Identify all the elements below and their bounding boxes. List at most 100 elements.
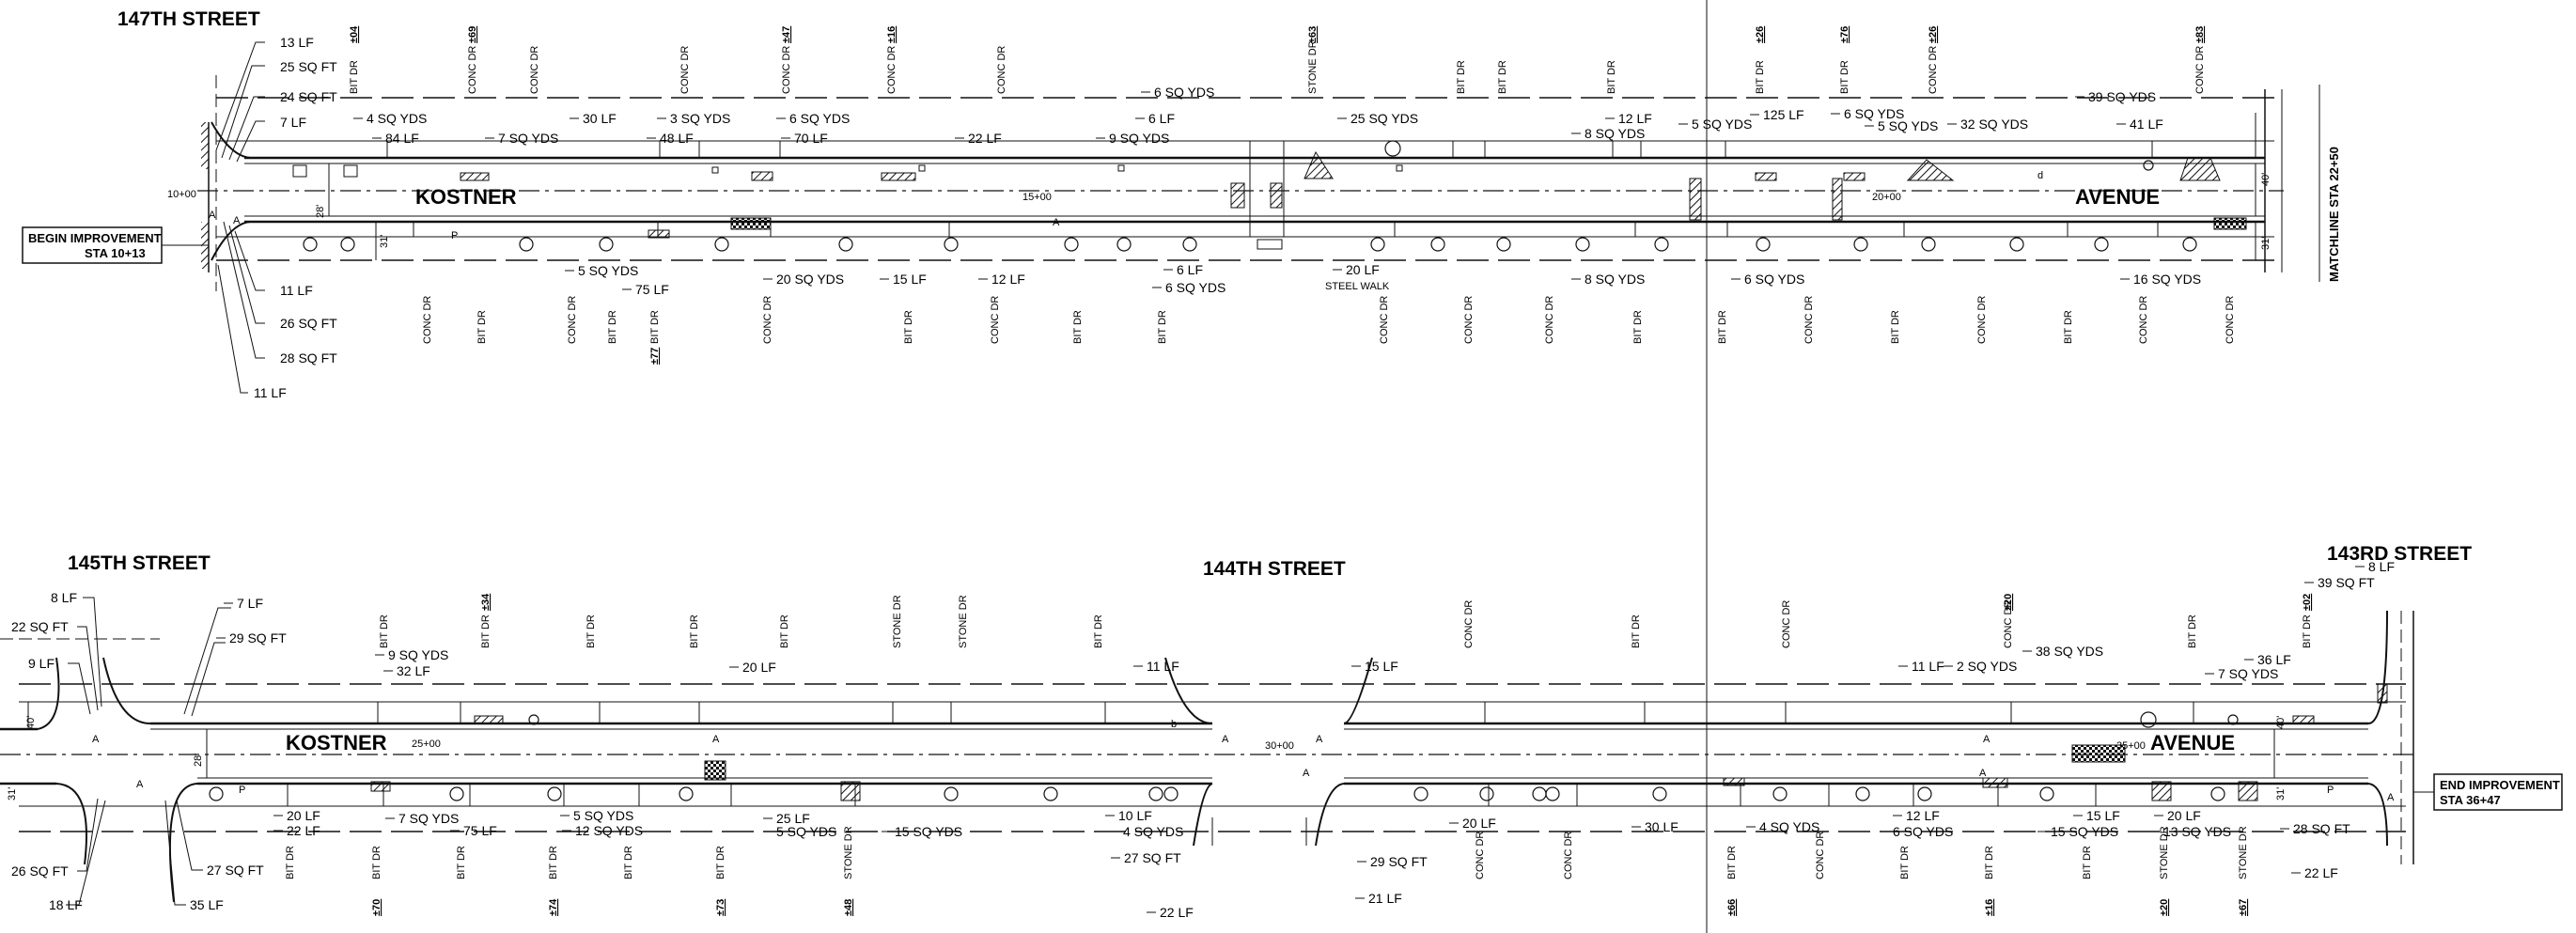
driveway-type-label: BIT DR: [2302, 614, 2313, 648]
driveway-width-label: ±74: [548, 898, 559, 916]
quantity-callout: 5 SQ YDS: [1878, 118, 1938, 133]
quantity-callout: 8 LF: [51, 590, 77, 605]
quantity-callout: 7 SQ YDS: [498, 131, 558, 146]
quantity-callout: 48 LF: [660, 131, 694, 146]
quantity-callout: 13 LF: [280, 35, 314, 50]
quantity-callout: 20 LF: [287, 808, 320, 823]
quantity-callout: 7 SQ YDS: [2218, 666, 2278, 681]
quantity-callout: 20 LF: [1346, 262, 1380, 277]
dim-31-bottom: 31': [7, 787, 18, 801]
quantity-callout: 6 LF: [1148, 111, 1175, 126]
driveway-type-label: CONC DR: [467, 46, 478, 94]
quantity-callout: 12 LF: [991, 272, 1025, 287]
driveway-width-label: ±02: [2302, 594, 2313, 611]
quantity-callout: 22 SQ FT: [11, 619, 69, 634]
quantity-callout: 9 LF: [28, 656, 55, 671]
quantity-callout: 35 LF: [190, 897, 224, 912]
dim-40-bottom-right: 40': [2275, 716, 2287, 729]
dim-28-bottom: 28': [193, 754, 204, 767]
quantity-callout: 28 SQ FT: [2293, 821, 2350, 836]
driveway-type-label: BIT DR: [349, 60, 360, 94]
quantity-callout: 21 LF: [1368, 891, 1402, 906]
driveway-type-label: STONE DR: [843, 826, 854, 879]
driveway-type-label: STONE DR: [2159, 826, 2170, 879]
driveway-type-label: CONC DR: [422, 296, 433, 344]
quantity-callout: 27 SQ FT: [207, 863, 264, 878]
driveway-width-label: ±26: [1755, 26, 1766, 43]
quantity-callout: 36 LF: [2257, 652, 2291, 667]
driveway-type-label: CONC DR: [1544, 296, 1555, 344]
end-improvement-line1: END IMPROVEMENT: [2440, 778, 2560, 792]
street-145th: 145TH STREET: [68, 552, 211, 574]
quantity-callout: 75 LF: [635, 282, 669, 297]
quantity-callout: 12 SQ YDS: [575, 823, 643, 838]
driveway-type-label: BIT DR: [623, 846, 634, 879]
driveway-width-label: ±77: [649, 348, 661, 365]
quantity-callout: 15 SQ YDS: [2051, 824, 2118, 839]
driveway-type-label: BIT DR: [548, 846, 559, 879]
quantity-callout: 8 SQ YDS: [1585, 272, 1645, 287]
quantity-callout: 5 SQ YDS: [776, 824, 836, 839]
station-15-00: 15+00: [1023, 192, 1052, 203]
driveway-width-label: ±48: [843, 899, 854, 916]
driveway-type-label: BIT DR: [1606, 60, 1617, 94]
bottom-left-leaders: [66, 597, 231, 906]
quantity-callout: 29 SQ FT: [229, 630, 287, 645]
mark-a: A: [712, 734, 720, 745]
quantity-callout: 30 LF: [1645, 819, 1678, 834]
quantity-callout: 125 LF: [1763, 107, 1804, 122]
driveway-type-label: CONC DR: [2003, 600, 2014, 648]
quantity-callout: 15 LF: [893, 272, 927, 287]
driveway-width-label: ±69: [467, 26, 478, 43]
mark-p: P: [451, 230, 458, 241]
quantity-callout: 12 LF: [1618, 111, 1652, 126]
quantity-callout: 5 SQ YDS: [1692, 117, 1752, 132]
avenue-label-avenue-bottom: AVENUE: [2150, 731, 2235, 754]
driveway-type-label: CONC DR: [781, 46, 792, 94]
mark-a: A: [1222, 734, 1229, 745]
quantity-callout: 39 SQ FT: [2318, 575, 2375, 590]
mark-p: P: [239, 785, 245, 796]
mark-p: P: [2327, 785, 2334, 796]
quantity-callout: 26 SQ FT: [11, 863, 69, 879]
mark-a: A: [1303, 768, 1310, 779]
driveway-type-label: CONC DR: [1379, 296, 1390, 344]
driveway-type-label: BIT DR: [1632, 310, 1644, 344]
quantity-callout: 24 SQ FT: [280, 89, 337, 104]
driveway-type-label: BIT DR: [903, 310, 914, 344]
avenue-label-kostner-bottom: KOSTNER: [286, 731, 387, 754]
quantity-callout: 22 LF: [287, 823, 320, 838]
driveway-type-label: CONC DR: [1475, 832, 1486, 879]
driveway-type-label: CONC DR: [1463, 600, 1475, 648]
driveway-type-label: CONC DR: [990, 296, 1001, 344]
quantity-callout: 84 LF: [385, 131, 419, 146]
driveway-type-label: BIT DR: [1717, 310, 1728, 344]
driveway-type-label: BIT DR: [1497, 60, 1508, 94]
driveway-width-label: ±26: [1928, 26, 1939, 43]
avenue-label-avenue-top: AVENUE: [2075, 185, 2160, 209]
driveway-type-label: BIT DR: [1899, 846, 1911, 879]
quantity-callout: 22 LF: [1160, 905, 1194, 920]
mark-a: A: [1053, 217, 1060, 228]
begin-improvement-line1: BEGIN IMPROVEMENT: [28, 231, 162, 245]
quantity-callout: 7 LF: [280, 115, 306, 130]
driveway-type-label: BIT DR: [689, 614, 700, 648]
driveway-type-label: CONC DR: [1976, 296, 1988, 344]
driveway-type-label: BIT DR: [715, 846, 726, 879]
mark-a: A: [1979, 768, 1987, 779]
driveway-type-label: CONC DR: [2194, 46, 2206, 94]
driveway-type-label: CONC DR: [1781, 600, 1792, 648]
driveway-type-label: BIT DR: [1726, 846, 1738, 879]
quantity-callout: 70 LF: [794, 131, 828, 146]
quantity-callout: 10 LF: [1118, 808, 1152, 823]
end-improvement-box: END IMPROVEMENT STA 36+47: [2413, 773, 2563, 811]
quantity-callout: 6 SQ YDS: [1154, 85, 1214, 100]
driveway-type-label: CONC DR: [529, 46, 540, 94]
quantity-callout: 32 SQ YDS: [1960, 117, 2028, 132]
mark-a: A: [1316, 734, 1323, 745]
